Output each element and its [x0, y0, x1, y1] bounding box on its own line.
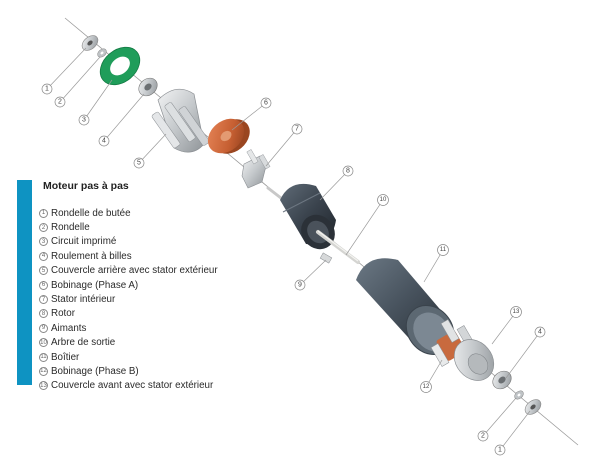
- legend-accent-bar: [17, 180, 32, 385]
- washer-part: [97, 48, 107, 58]
- thrust-washer-front-part: [524, 399, 542, 415]
- svg-text:10: 10: [380, 197, 387, 203]
- callout-9: 9: [294, 279, 306, 291]
- callout-8: 8: [342, 165, 354, 177]
- svg-text:3: 3: [82, 117, 86, 124]
- thrust-washer-part: [81, 35, 99, 51]
- legend-label: Bobinage (Phase B): [51, 365, 139, 377]
- callout-2-front: 2: [477, 430, 489, 442]
- legend-label: Rotor: [51, 308, 75, 320]
- magnet-part: [319, 252, 333, 264]
- callout-2: 2: [54, 96, 66, 108]
- legend-number-icon: 1: [39, 208, 48, 218]
- legend-number-icon: 12: [39, 366, 48, 376]
- svg-text:9: 9: [298, 282, 302, 289]
- pcb-ring-part: [99, 46, 141, 86]
- callout-10: 10: [377, 194, 389, 206]
- svg-text:6: 6: [264, 100, 268, 107]
- legend-label: Roulement à billes: [51, 250, 132, 262]
- svg-text:8: 8: [346, 168, 350, 175]
- legend-number-icon: 11: [39, 352, 48, 362]
- callout-1: 1: [41, 83, 53, 95]
- svg-text:7: 7: [295, 126, 299, 133]
- washer-front-part: [514, 390, 524, 400]
- svg-text:12: 12: [423, 384, 430, 390]
- legend-number-icon: 4: [39, 251, 48, 261]
- legend-number-icon: 3: [39, 237, 48, 247]
- svg-text:2: 2: [58, 99, 62, 106]
- svg-text:13: 13: [513, 309, 520, 315]
- legend-number-icon: 6: [39, 280, 48, 290]
- callout-13: 13: [510, 306, 522, 318]
- legend-label: Bobinage (Phase A): [51, 279, 139, 291]
- legend-label: Boîtier: [51, 351, 80, 363]
- legend-label: Aimants: [51, 322, 87, 334]
- callout-12: 12: [420, 381, 432, 393]
- callout-4: 4: [98, 135, 110, 147]
- legend-number-icon: 13: [39, 381, 48, 391]
- output-shaft-part: [316, 230, 360, 264]
- legend-label: Circuit imprimé: [51, 236, 117, 248]
- callout-7: 7: [291, 123, 303, 135]
- svg-text:11: 11: [440, 247, 447, 253]
- coil-phase-a-part: [207, 118, 250, 154]
- legend-number-icon: 7: [39, 295, 48, 305]
- legend-label: Rondelle de butée: [51, 207, 131, 219]
- legend-label: Couvercle avant avec stator extérieur: [51, 380, 214, 392]
- svg-text:2: 2: [481, 433, 485, 440]
- legend-number-icon: 8: [39, 309, 48, 319]
- legend-label: Arbre de sortie: [51, 337, 116, 349]
- inner-stator-part: [241, 149, 271, 189]
- legend-label: Rondelle: [51, 222, 90, 234]
- legend-number-icon: 10: [39, 338, 48, 348]
- legend-number-icon: 5: [39, 266, 48, 276]
- callout-6: 6: [260, 97, 272, 109]
- legend-label: Stator intérieur: [51, 294, 116, 306]
- ball-bearing-front-part: [492, 370, 512, 390]
- callout-1-front: 1: [494, 444, 506, 456]
- callout-11: 11: [437, 244, 449, 256]
- callout-4-front: 4: [534, 326, 546, 338]
- back-cover-part: [151, 88, 210, 153]
- svg-text:5: 5: [137, 160, 141, 167]
- svg-text:1: 1: [498, 447, 502, 454]
- ball-bearing-part: [138, 77, 158, 97]
- legend-number-icon: 2: [39, 223, 48, 233]
- callout-3: 3: [78, 114, 90, 126]
- front-cover-part: [430, 319, 495, 381]
- svg-text:1: 1: [45, 86, 49, 93]
- svg-text:4: 4: [102, 138, 106, 145]
- legend-number-icon: 9: [39, 323, 48, 333]
- svg-text:4: 4: [538, 329, 542, 336]
- legend-title: Moteur pas à pas: [43, 180, 129, 192]
- callout-5: 5: [133, 157, 145, 169]
- leader-lines: [46, 47, 541, 451]
- legend-label: Couvercle arrière avec stator extérieur: [51, 265, 218, 277]
